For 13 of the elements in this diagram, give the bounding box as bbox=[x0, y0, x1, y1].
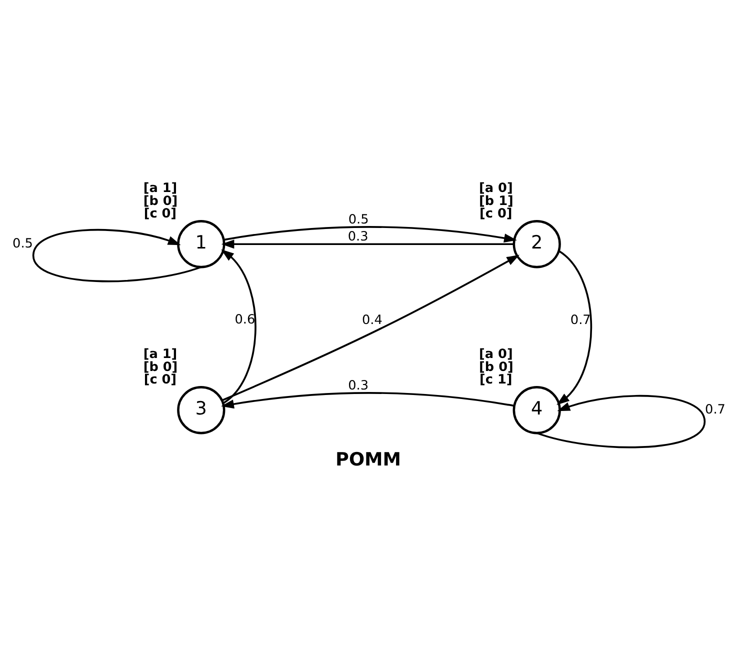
edge-label: 0.7 bbox=[570, 313, 591, 328]
diagram-title: POMM bbox=[336, 449, 402, 470]
edge-label: 0.3 bbox=[348, 378, 369, 394]
edge-label: 0.5 bbox=[348, 212, 369, 228]
edge-label: 0.4 bbox=[362, 313, 382, 328]
node-label: [a 0] [b 0] [c 1] bbox=[479, 347, 514, 388]
edge-label: 0.7 bbox=[705, 402, 726, 418]
node-label: [a 1] [b 0] [c 0] bbox=[143, 347, 178, 388]
node-label: [a 0] [b 1] [c 0] bbox=[479, 181, 514, 222]
edge-label: 0.6 bbox=[234, 312, 256, 328]
edge-label: 0.5 bbox=[12, 236, 33, 252]
edge-label: 0.3 bbox=[348, 230, 368, 245]
node-label: [a 1] [b 0] [c 0] bbox=[143, 181, 178, 222]
